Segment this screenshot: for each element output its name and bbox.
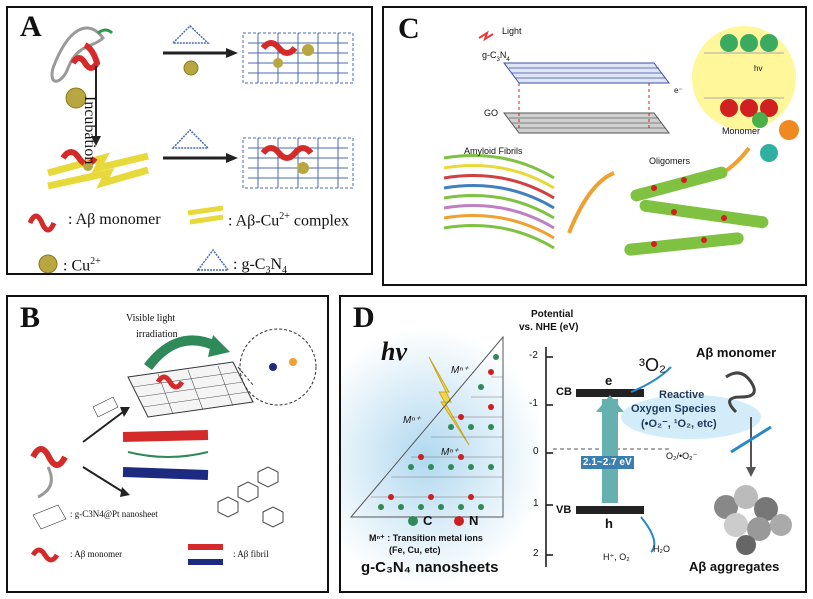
monomer-teal [760, 144, 778, 162]
panel-b: B [6, 295, 329, 593]
gcn-nanosheet-lattice [349, 335, 504, 518]
legend-gcn-icon [196, 248, 230, 271]
panel-d-label: D [353, 301, 375, 334]
tick-0: 0 [533, 446, 539, 457]
electron-label: e⁻ [674, 86, 683, 95]
mn-label-1: Mⁿ⁺ [451, 365, 469, 376]
legend-n-label: N [469, 513, 479, 528]
panel-a-label: A [20, 10, 42, 43]
nanosheet-title: g-C₃N₄ nanosheets [361, 559, 499, 576]
ros-glow [621, 395, 761, 439]
tick-neg2: -2 [529, 350, 538, 361]
abeta-cu-complex [47, 149, 149, 190]
legend-c-atom [408, 516, 418, 526]
hole-d-label: h [605, 516, 613, 531]
gcn-lattice-bottom [242, 137, 354, 189]
legend-complex-text: : Aβ-Cu2+ complex [228, 211, 349, 230]
abeta-monomer-b [30, 446, 68, 468]
amyloid-fibrils-label: Amyloid Fibrils [464, 146, 523, 156]
ros-line-2: Oxygen Species [631, 403, 716, 415]
pt-molecule [217, 466, 284, 528]
legend-complex-icon [187, 205, 224, 225]
amyloid-fibrils [443, 154, 555, 250]
monomer-label: Monomer [722, 126, 761, 136]
redox-label: O₂/•O₂⁻ [666, 451, 698, 461]
legend-monomer-b-text: : Aβ monomer [70, 549, 123, 559]
legend-n-atom [454, 516, 464, 526]
visible-light-label-1: Visible light [126, 313, 176, 324]
vb-band [576, 506, 644, 514]
mn-label-2: Mⁿ⁺ [403, 415, 421, 426]
panel-d-graphics [341, 327, 792, 587]
gcn-icon-bottom [171, 128, 210, 149]
panel-c: C [382, 6, 807, 286]
oligomers-label: Oligomers [649, 156, 691, 166]
light-label: Light [502, 26, 522, 36]
potential-title-1: Potential [531, 309, 574, 320]
mn-label-3: Mⁿ⁺ [441, 447, 459, 458]
legend-sheet-icon [32, 504, 67, 530]
panel-a-graphics [27, 24, 354, 273]
legend-monomer-icon [27, 213, 57, 233]
h-products-label: H⁺, O₂ [603, 552, 630, 562]
cb-band [576, 389, 644, 397]
ab-aggregates [714, 485, 792, 555]
visible-light-label-2: irradiation [136, 329, 178, 340]
o2-triplet-label: ³O₂ [639, 355, 666, 375]
legend-monomer-text: : Aβ monomer [68, 211, 161, 228]
cu-ion-top [65, 87, 87, 109]
oligomers [624, 166, 769, 256]
ab-monomer-icon [725, 371, 756, 414]
zoom-circle [239, 328, 317, 406]
ros-line-1: Reactive [659, 389, 705, 401]
gcn-lattice-top [242, 32, 354, 84]
monomer-green [752, 112, 768, 128]
legend-cu-text: : Cu2+ [63, 256, 101, 275]
hv-c-label: hv [754, 64, 763, 73]
ab-monomer-label: Aβ monomer [696, 345, 777, 360]
abeta-fibril-b [122, 430, 209, 480]
legend-sheet-text: : g-C3N4@Pt nanosheet [70, 509, 158, 519]
legend-cu-icon [38, 254, 58, 273]
vb-label: VB [556, 504, 572, 516]
legend-gcn-text: : g-C3N4 [233, 256, 288, 275]
inhibit-mark [730, 425, 772, 454]
band-gap-label: 2.1~2.7 eV [581, 456, 634, 469]
ros-line-3: (•O₂⁻, ¹O₂, etc) [641, 418, 717, 430]
monomer-orange [779, 120, 799, 140]
incubation-label: Incubation [81, 96, 98, 165]
light-arrows [478, 30, 494, 42]
panel-b-graphics [30, 328, 317, 565]
tick-2: 2 [533, 548, 539, 559]
panel-b-label: B [20, 301, 41, 334]
hv-d-label: hv [381, 337, 407, 366]
legend-monomer-b-icon [30, 547, 60, 563]
go-label: GO [484, 108, 499, 118]
gcn-label: g-C3N4 [482, 50, 510, 63]
panel-c-label: C [398, 12, 420, 45]
electron-d-label: e [605, 373, 613, 388]
legend-c-label: C [423, 513, 433, 528]
panel-c-graphics [443, 26, 799, 256]
panel-d: D [339, 295, 807, 593]
gcn-icon-top [171, 24, 210, 44]
legend-ions-2: (Fe, Cu, etc) [389, 545, 441, 555]
legend-fibril-text: : Aβ fibril [233, 549, 269, 559]
arrow-to-oligomers [567, 171, 615, 234]
potential-title-2: vs. NHE (eV) [519, 322, 579, 333]
legend-ions-1: Mⁿ⁺ : Transition metal ions [369, 533, 483, 543]
tick-neg1: -1 [529, 398, 538, 409]
ab-aggregates-label: Aβ aggregates [689, 559, 780, 574]
abeta-monomer-top [50, 26, 114, 83]
band-gap-arrow [602, 399, 618, 503]
panel-a: A [6, 6, 373, 275]
light-arrow-green [144, 335, 221, 371]
cb-label: CB [556, 386, 572, 398]
h2o-label: H₂O [653, 544, 670, 554]
tick-1: 1 [533, 498, 539, 509]
